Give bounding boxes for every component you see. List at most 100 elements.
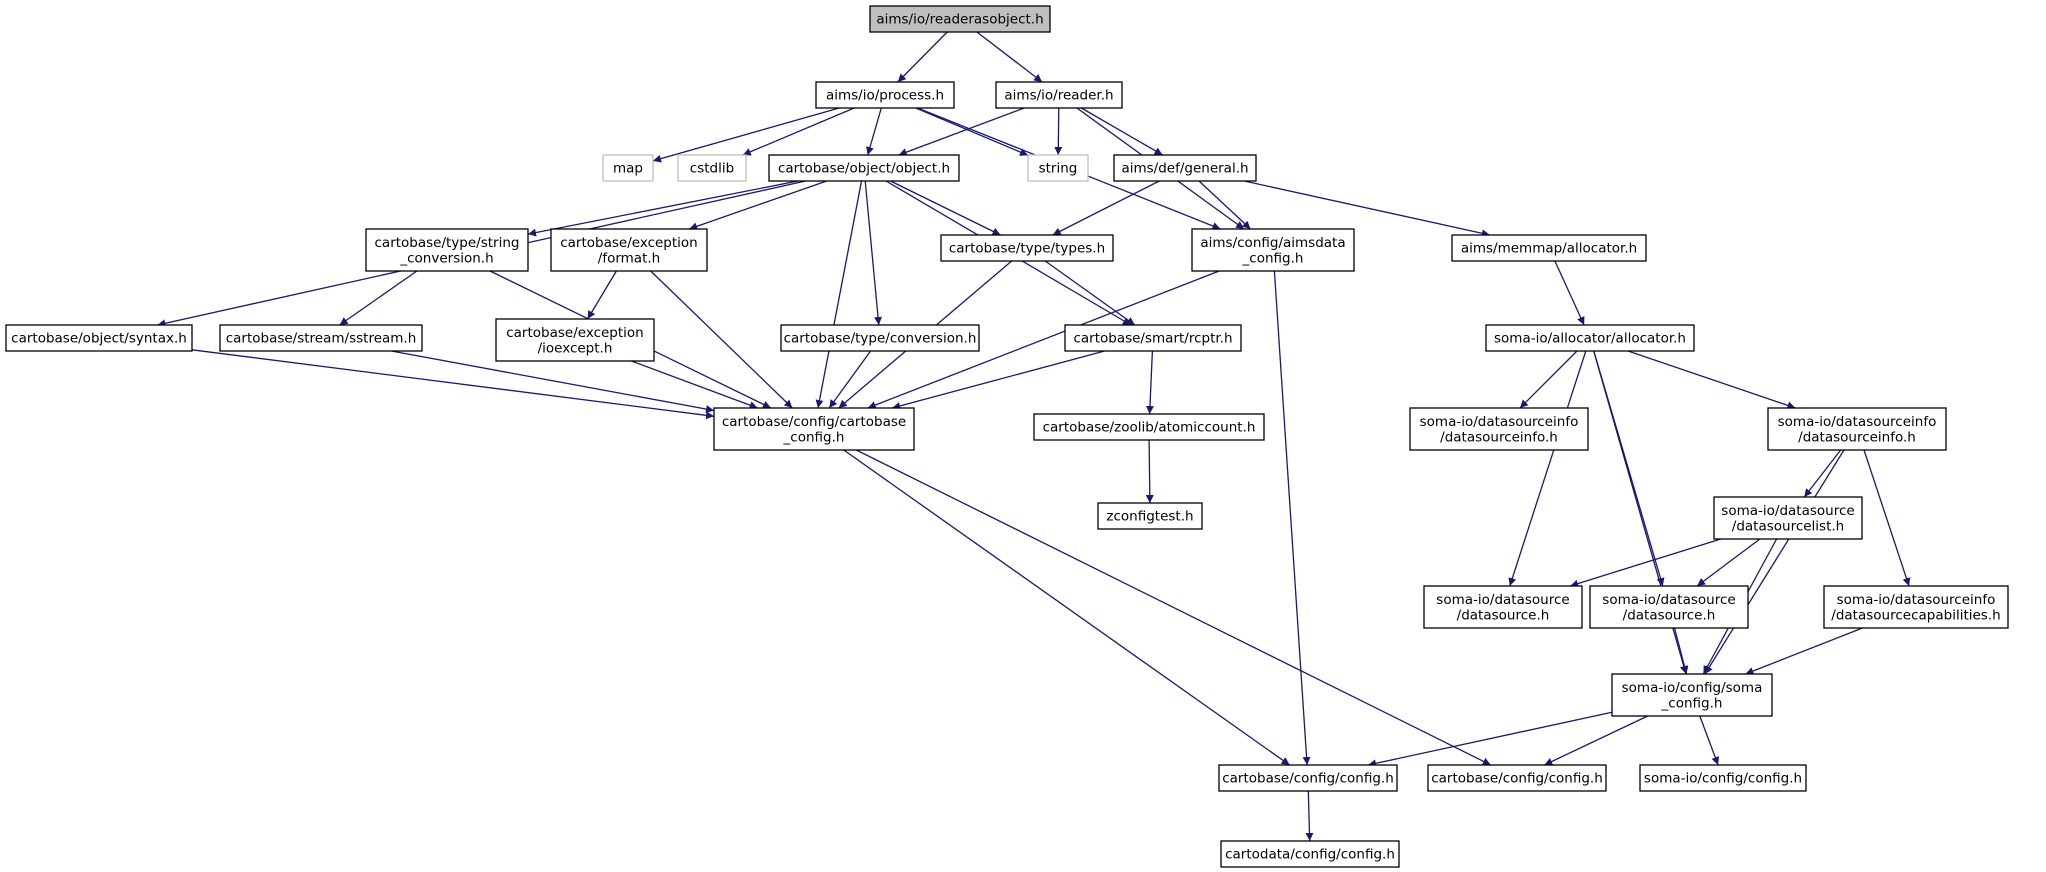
node-somaioconfig[interactable]: soma-io/config/config.h [1639,764,1807,792]
edge-process-to-cstdlib [742,107,855,156]
node-label: soma-io/datasource [1721,503,1854,519]
node-dscap[interactable]: soma-io/datasourceinfo/datasourcecapabil… [1823,585,2009,629]
node-ds1[interactable]: soma-io/datasource/datasource.h [1423,585,1583,629]
node-object[interactable]: cartobase/object/object.h [768,154,960,182]
node-box [1639,764,1807,792]
edge-general-to-aimsdata [1198,180,1251,230]
edge-reader-to-string [1054,107,1063,156]
node-label: _conversion.h [399,250,493,266]
node-label: aims/memmap/allocator.h [1461,241,1637,257]
node-box [550,228,708,272]
edge-ds2-to-somaconfig [1673,627,1689,675]
node-somaalloc[interactable]: soma-io/allocator/allocator.h [1485,324,1695,352]
node-process[interactable]: aims/io/process.h [815,81,955,109]
node-label: cartobase/exception [560,235,698,251]
node-box [713,407,915,451]
node-types[interactable]: cartobase/type/types.h [940,234,1114,262]
node-dslist[interactable]: soma-io/datasource/datasourcelist.h [1713,496,1863,540]
node-box [1191,228,1355,272]
edge-readerasobject-to-process [897,31,948,83]
node-conversion[interactable]: cartobase/type/conversion.h [780,324,980,352]
node-dsinfo1[interactable]: soma-io/datasourceinfo/datasourceinfo.h [1409,407,1589,451]
node-cartodata[interactable]: cartodata/config/config.h [1220,840,1400,868]
node-zconfig[interactable]: zconfigtest.h [1097,502,1203,530]
edge-somaconfig-to-somaioconfig [1699,715,1720,766]
node-box [1113,154,1257,182]
edge-process-to-object [866,107,882,156]
node-box [869,5,1051,33]
node-label: /datasource.h [1623,607,1716,623]
node-label: cartobase/exception [506,325,644,341]
edge-process-to-string [915,107,1029,156]
node-box [5,324,193,352]
node-box [1823,585,2009,629]
edge-rcptr-to-cbconfig [892,350,1105,410]
node-ds2[interactable]: soma-io/datasource/datasource.h [1589,585,1749,629]
node-box [1767,407,1947,451]
node-label: aims/io/readerasobject.h [876,12,1043,28]
node-box [1220,840,1400,868]
edge-dsinfo2-to-dscap [1863,449,1911,587]
node-label: cartobase/stream/sstream.h [226,331,417,347]
node-box [677,154,747,182]
node-config2[interactable]: cartobase/config/config.h [1427,764,1607,792]
edge-somaconfig-to-config2 [1544,715,1648,766]
node-cstdlib: cstdlib [677,154,747,182]
node-atomic[interactable]: cartobase/zoolib/atomiccount.h [1033,413,1265,441]
node-label: cartobase/type/string [375,235,520,251]
node-label: map [613,161,643,177]
edge-readerasobject-to-reader [976,31,1043,83]
node-label: soma-io/datasource [1602,592,1735,608]
node-general[interactable]: aims/def/general.h [1113,154,1257,182]
dependency-edges [157,31,1911,842]
node-dsinfo2[interactable]: soma-io/datasourceinfo/datasourceinfo.h [1767,407,1947,451]
node-label: cstdlib [690,161,734,177]
node-map: map [602,154,654,182]
edge-syntax-to-cbconfig [191,349,715,420]
node-label: /datasourcecapabilities.h [1831,607,2000,623]
node-box [1097,502,1203,530]
node-label: cartobase/type/types.h [949,241,1105,257]
node-box [1033,413,1265,441]
node-box [365,228,529,272]
node-format[interactable]: cartobase/exception/format.h [550,228,708,272]
node-box [940,234,1114,262]
node-label: /format.h [598,250,660,266]
node-label: aims/config/aimsdata [1200,235,1345,251]
edge-sstream-to-cbconfig [391,350,715,413]
node-label: cartodata/config/config.h [1225,847,1395,863]
node-label: aims/io/reader.h [1004,88,1113,104]
node-label: cartobase/smart/rcptr.h [1073,331,1232,347]
edge-cbconfig-to-config1 [843,449,1290,766]
node-label: cartobase/type/conversion.h [784,331,977,347]
edge-stringconv-to-sstream [339,270,418,326]
edge-config1-to-cartodata [1305,790,1314,842]
node-syntax[interactable]: cartobase/object/syntax.h [5,324,193,352]
node-label: soma-io/datasourceinfo [1778,414,1937,430]
edge-dslist-to-ds1 [1570,538,1721,588]
node-readerasobject: aims/io/readerasobject.h [869,5,1051,33]
edge-format-to-ioexcept [587,270,617,320]
node-box [1589,585,1749,629]
edge-conversion-to-cbconfig [828,350,872,409]
node-config1[interactable]: cartobase/config/config.h [1218,764,1398,792]
header-nodes: aims/io/readerasobject.h aims/io/process.… [5,5,2009,868]
node-somaconfig[interactable]: soma-io/config/soma_config.h [1611,673,1773,717]
node-stringconv[interactable]: cartobase/type/string_conversion.h [365,228,529,272]
edge-types-to-rcptr [1044,260,1136,326]
node-label: aims/def/general.h [1121,161,1248,177]
edge-cbconfig-to-config2 [856,449,1492,766]
node-label: aims/io/process.h [826,88,944,104]
edge-dsinfo2-to-somaconfig [1704,449,1845,675]
edge-aimsdata-to-cbconfig [867,270,1220,409]
node-ioexcept[interactable]: cartobase/exception/ioexcept.h [495,318,655,362]
node-memmap[interactable]: aims/memmap/allocator.h [1451,234,1647,262]
edge-somaalloc-to-dsinfo1 [1519,350,1578,409]
node-sstream[interactable]: cartobase/stream/sstream.h [219,324,423,352]
node-cbconfig[interactable]: cartobase/config/cartobase_config.h [713,407,915,451]
node-aimsdata[interactable]: aims/config/aimsdata_config.h [1191,228,1355,272]
node-box [780,324,980,352]
node-rcptr[interactable]: cartobase/smart/rcptr.h [1064,324,1242,352]
node-reader[interactable]: aims/io/reader.h [995,81,1123,109]
